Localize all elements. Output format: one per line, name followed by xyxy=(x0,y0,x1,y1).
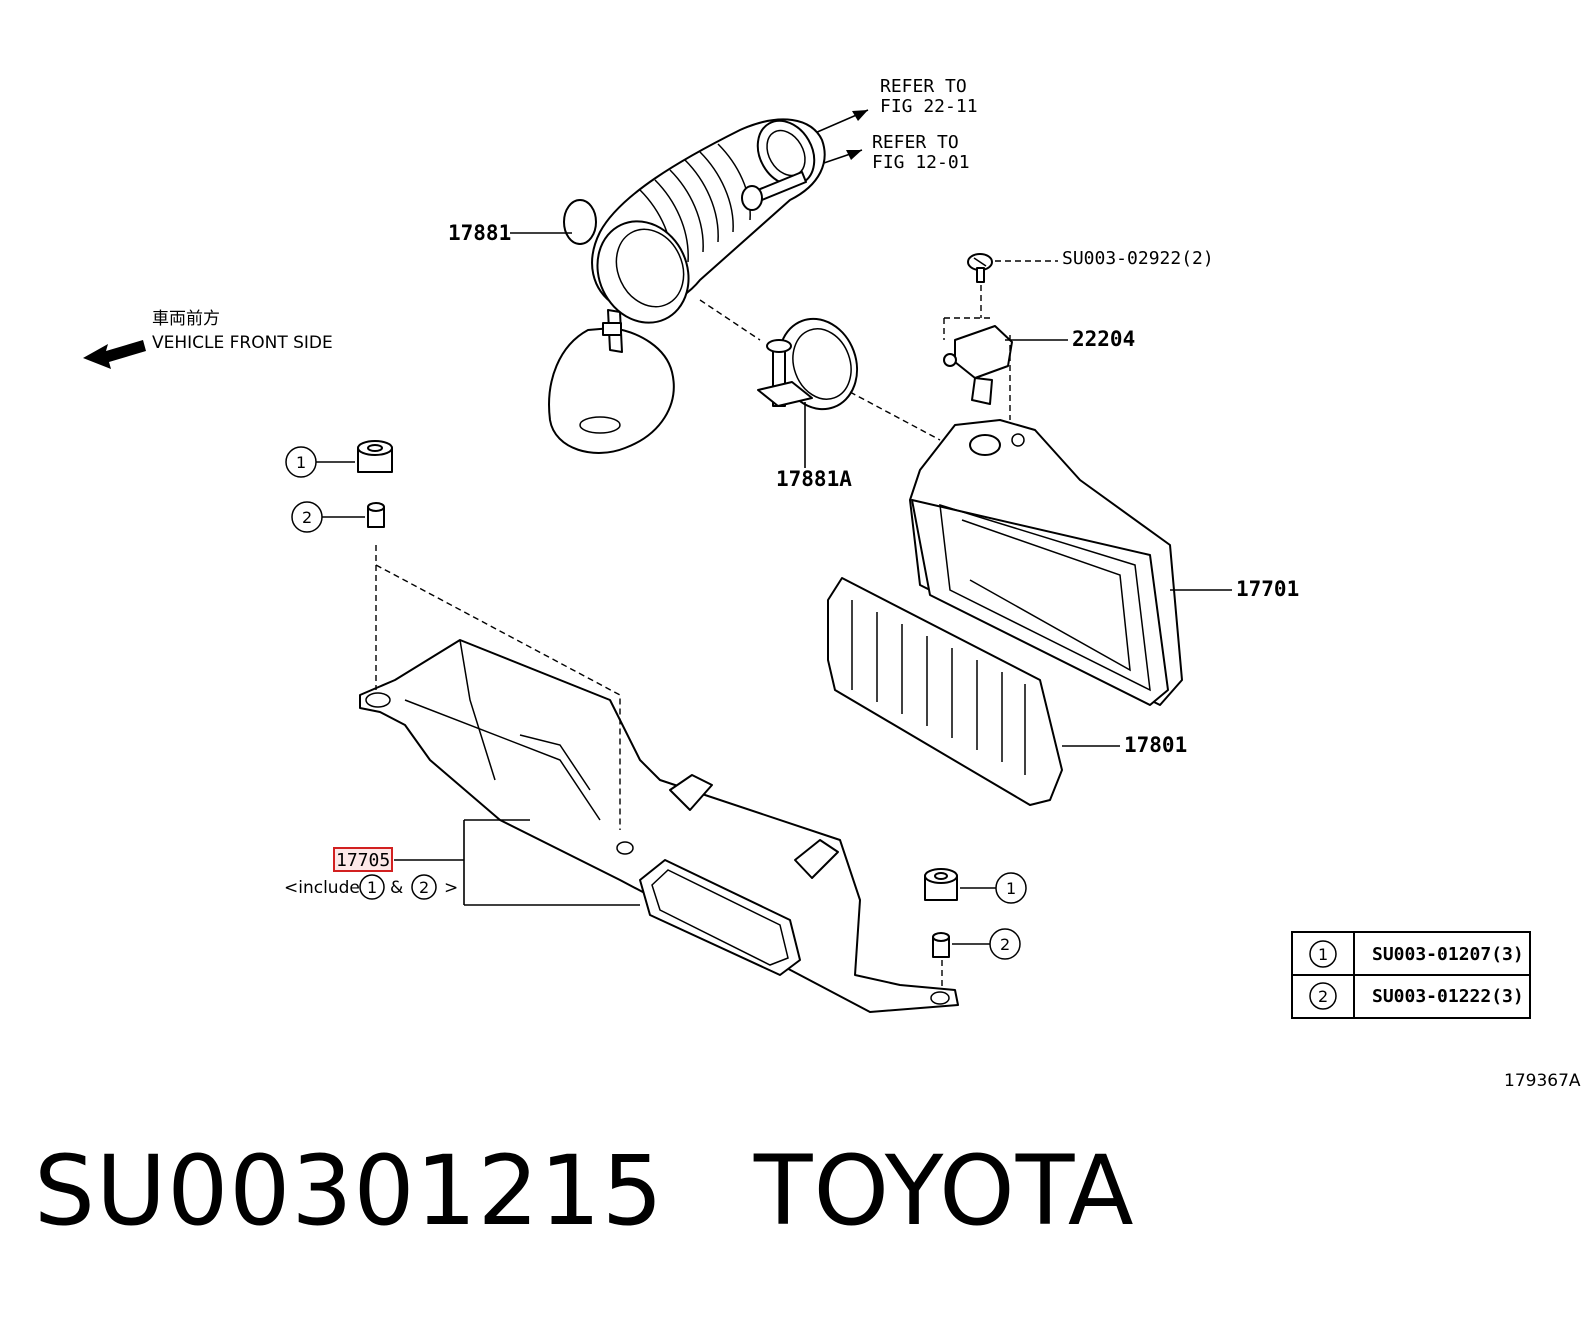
callout-1: 1 xyxy=(296,453,306,472)
refer-note-fig-22-11: REFER TO FIG 22-11 xyxy=(880,76,978,117)
include-amp: & xyxy=(390,878,403,898)
air-cleaner-cap-17701 xyxy=(909,419,1183,706)
label-17801: 17801 xyxy=(1124,733,1187,757)
air-intake-hose-17881 xyxy=(548,118,826,454)
label-17701: 17701 xyxy=(1236,577,1299,601)
direction-english: VEHICLE FRONT SIDE xyxy=(152,333,333,353)
refer-line-2: FIG 22-11 xyxy=(880,96,978,117)
footer-part-number: SU00301215 xyxy=(34,1135,664,1247)
label-17881A: 17881A xyxy=(776,467,852,491)
figure-id: 179367A xyxy=(1504,1071,1581,1091)
refer-arrows xyxy=(814,109,869,166)
footer-brand: TOYOTA xyxy=(753,1135,1135,1247)
legend-part: SU003-01222(3) xyxy=(1372,986,1524,1007)
air-filter-element-17801 xyxy=(827,577,1063,806)
refer-line-1: REFER TO xyxy=(872,132,959,153)
label-17705: 17705 xyxy=(336,850,390,871)
include-note: <include 1 & 2 > xyxy=(284,874,458,900)
include-suffix: > xyxy=(444,878,458,898)
grommet-1-top: 1 xyxy=(285,440,393,478)
direction-japanese: 車両前方 xyxy=(152,309,220,329)
highlighted-label-17705: 17705 xyxy=(333,847,393,872)
refer-line-1: REFER TO xyxy=(880,76,967,97)
callout-2: 2 xyxy=(302,508,312,527)
airflow-meter-22204 xyxy=(943,325,1013,405)
callout-2: 2 xyxy=(1000,935,1010,954)
screw-su003-02922 xyxy=(967,253,993,283)
vehicle-front-indicator: 車両前方 VEHICLE FRONT SIDE xyxy=(83,309,333,369)
refer-note-fig-12-01: REFER TO FIG 12-01 xyxy=(872,132,970,173)
air-cleaner-case-17705 xyxy=(359,639,959,1013)
label-22204: 22204 xyxy=(1072,327,1135,351)
include-prefix: <include xyxy=(284,878,360,898)
legend-row-1: 1 SU003-01207(3) xyxy=(1309,940,1524,968)
include-circle-2: 2 xyxy=(419,878,429,897)
legend-row-2: 2 SU003-01222(3) xyxy=(1309,982,1524,1010)
legend-num: 1 xyxy=(1318,945,1328,964)
legend-num: 2 xyxy=(1318,987,1328,1006)
legend-part: SU003-01207(3) xyxy=(1372,944,1524,965)
refer-line-2: FIG 12-01 xyxy=(872,152,970,173)
include-circle-1: 1 xyxy=(367,878,377,897)
highlight-box xyxy=(333,847,393,872)
grommet-1-bottom: 1 xyxy=(924,868,1027,904)
collar-2-top: 2 xyxy=(291,501,385,533)
hose-clamp-17881A xyxy=(757,317,859,411)
footer-title: SU00301215 TOYOTA xyxy=(34,1135,1135,1247)
label-17881: 17881 xyxy=(448,221,511,245)
callout-1: 1 xyxy=(1006,879,1016,898)
front-arrow-icon xyxy=(83,340,146,369)
collar-2-bottom: 2 xyxy=(932,928,1021,960)
label-screw: SU003-02922(2) xyxy=(1062,248,1214,269)
legend-table: 1 SU003-01207(3) 2 SU003-01222(3) xyxy=(1291,931,1531,1019)
